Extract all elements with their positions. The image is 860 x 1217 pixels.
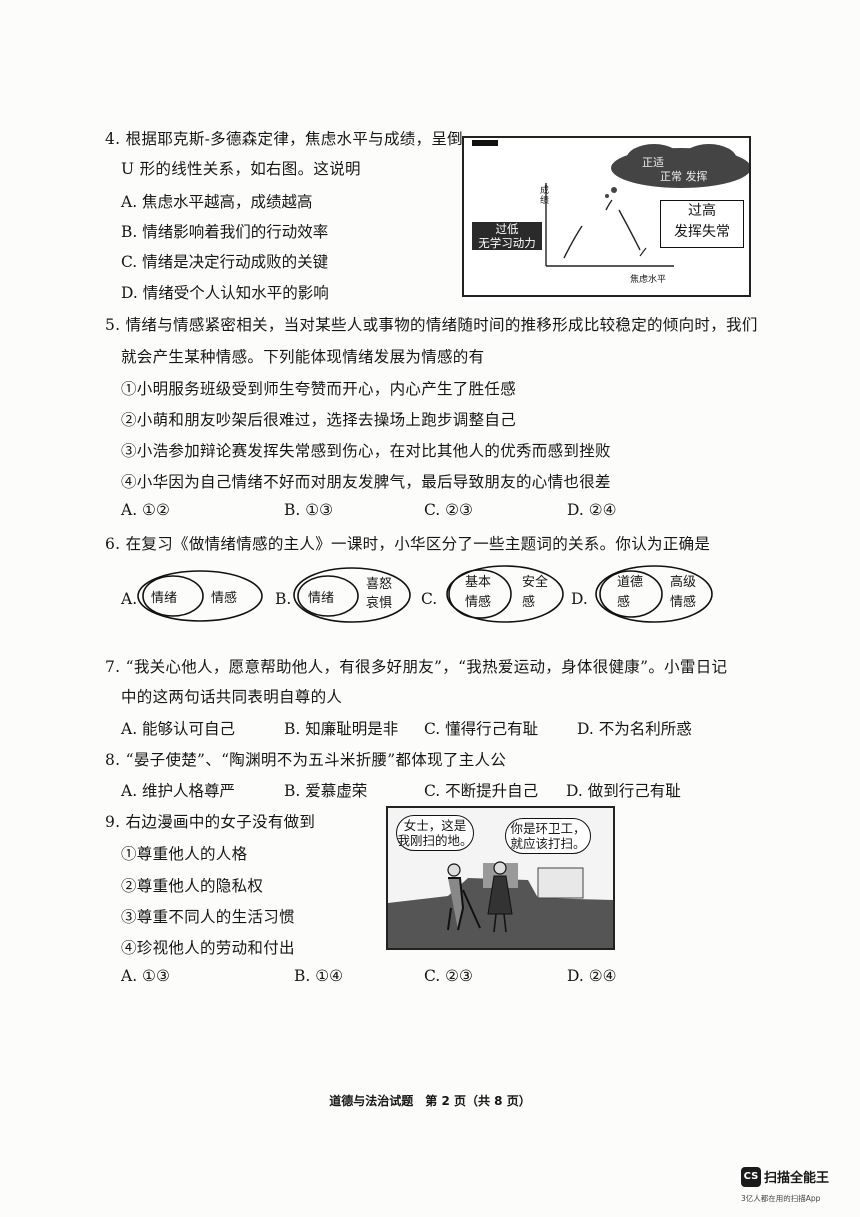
outer-label: 安全 感 xyxy=(522,575,549,610)
q4-option-c: C. 情绪是决定行动成败的关键 xyxy=(121,253,329,271)
q6-diagram-d: 道德 感 高级 情感 xyxy=(593,563,715,625)
woman-head xyxy=(493,861,507,875)
q5-item-3: ③小浩参加辩论赛发挥失常感到伤心，在对比其他人的优秀而感到挫败 xyxy=(121,442,611,460)
q4-figure-svg xyxy=(472,140,749,267)
cloud-text-2: 正常 发挥 xyxy=(660,170,708,183)
q5-option-a: A. ①② xyxy=(121,501,170,519)
q5-item-1: ①小明服务班级受到师生夸赞而开心，内心产生了胜任感 xyxy=(121,380,517,398)
logo-name: 扫描全能王 xyxy=(764,1171,830,1186)
bubble-right: 你是环卫工， 就应该打扫。 xyxy=(505,818,591,854)
q6-diagram-b-letter: B. xyxy=(275,590,292,608)
bubble-left: 女士，这是 我刚扫的地。 xyxy=(396,815,474,851)
q5-stem-line2: 就会产生某种情感。下列能体现情绪发展为情感的有 xyxy=(121,348,485,366)
q9-option-a: A. ①③ xyxy=(121,967,170,985)
outer-ellipse xyxy=(595,565,713,623)
figure-ylabel: 成绩 xyxy=(540,186,550,206)
q9-option-b: B. ①④ xyxy=(294,967,344,985)
broom xyxy=(462,889,481,929)
q6-diagram-c-letter: C. xyxy=(421,590,438,608)
q7-option-d: D. 不为名利所惑 xyxy=(577,720,692,738)
q6-diagram-c: 基本 情感 安全 感 xyxy=(444,563,566,625)
q4-stem-line1: 4. 根据耶克斯-多德森定律，焦虑水平与成绩，呈倒 xyxy=(105,130,463,148)
curve-rising xyxy=(563,225,583,259)
q4-figure: 成绩 焦虑水平 正适 正常 发挥 过低 无学习动力 过高 发挥失常 xyxy=(462,136,751,297)
inner-label: 情绪 xyxy=(308,591,335,606)
q8-option-a: A. 维护人格尊严 xyxy=(121,782,236,800)
building xyxy=(537,867,584,899)
woman-body xyxy=(487,875,513,915)
inner-ellipse xyxy=(297,575,359,617)
q8-option-c: C. 不断提升自己 xyxy=(424,782,539,800)
outer-ellipse xyxy=(293,567,411,623)
figure-corner-mark xyxy=(472,140,498,146)
inner-label: 基本 情感 xyxy=(465,575,492,610)
outer-label: 情感 xyxy=(211,591,238,606)
q8-option-d: D. 做到行己有耻 xyxy=(566,782,681,800)
outer-label: 喜怒 哀惧 xyxy=(366,577,393,611)
inner-ellipse xyxy=(599,570,663,618)
q4-option-a: A. 焦虑水平越高，成绩越高 xyxy=(121,193,313,211)
q7-option-b: B. 知廉耻明是非 xyxy=(284,720,399,738)
outer-ellipse xyxy=(137,570,263,622)
q9-comic: 女士，这是 我刚扫的地。 你是环卫工， 就应该打扫。 xyxy=(386,806,615,950)
q9-option-c: C. ②③ xyxy=(424,967,473,985)
q7-option-c: C. 懂得行己有耻 xyxy=(424,720,539,738)
q6-stem: 6. 在复习《做情绪情感的主人》一课时，小华区分了一些主题词的关系。你认为正确是 xyxy=(105,535,711,553)
man-head xyxy=(447,863,461,877)
logo-tagline: 3亿人都在用的扫描App xyxy=(741,1194,821,1203)
q5-item-2: ②小萌和朋友吵架后很难过，选择去操场上跑步调整自己 xyxy=(121,411,517,429)
page-footer: 道德与法治试题 第 2 页（共 8 页） xyxy=(329,1094,531,1108)
outer-label: 高级 情感 xyxy=(670,575,697,610)
q6-diagram-d-letter: D. xyxy=(571,590,588,608)
q6-diagram-a-letter: A. xyxy=(121,590,138,608)
q8-option-b: B. 爱慕虚荣 xyxy=(284,782,368,800)
logo-mark: CS xyxy=(741,1166,761,1187)
figure-xlabel: 焦虑水平 xyxy=(630,275,667,285)
inner-ellipse xyxy=(142,575,204,617)
q9-item-3: ③尊重不同人的生活习惯 xyxy=(121,908,295,926)
q5-option-b: B. ①③ xyxy=(284,501,334,519)
q4-option-b: B. 情绪影响着我们的行动效率 xyxy=(121,223,329,241)
q9-item-4: ④珍视他人的劳动和付出 xyxy=(121,939,295,957)
q9-item-2: ②尊重他人的隐私权 xyxy=(121,877,264,895)
q5-option-c: C. ②③ xyxy=(424,501,473,519)
q9-item-1: ①尊重他人的人格 xyxy=(121,845,248,863)
curve-falling xyxy=(618,209,641,251)
outer-ellipse xyxy=(446,565,564,623)
q6-diagram-b: 情绪 喜怒 哀惧 xyxy=(291,565,413,625)
q9-stem: 9. 右边漫画中的女子没有做到 xyxy=(105,813,316,831)
q6-diagram-a: 情绪 情感 xyxy=(135,568,265,624)
q7-stem-line2: 中的这两句话共同表明自尊的人 xyxy=(121,688,343,706)
inner-ellipse xyxy=(448,569,512,619)
q8-stem: 8. “晏子使楚”、“陶渊明不为五斗米折腰”都体现了主人公 xyxy=(105,751,507,769)
inner-label: 道德 感 xyxy=(617,575,644,610)
high-anxiety-label: 过高 发挥失常 xyxy=(660,200,744,248)
q4-option-d: D. 情绪受个人认知水平的影响 xyxy=(121,284,329,302)
q5-item-4: ④小华因为自己情绪不好而对朋友发脾气，最后导致朋友的心情也很差 xyxy=(121,473,611,491)
q9-option-d: D. ②④ xyxy=(567,967,617,985)
man-body xyxy=(447,877,465,931)
q5-option-d: D. ②④ xyxy=(567,501,617,519)
q4-stem-line2: U 形的线性关系，如右图。这说明 xyxy=(121,160,361,178)
inner-label: 情绪 xyxy=(151,591,178,606)
q5-stem-line1: 5. 情绪与情感紧密相关，当对某些人或事物的情绪随时间的推移形成比较稳定的倾向时… xyxy=(105,316,758,334)
q7-stem-line1: 7. “我关心他人，愿意帮助他人，有很多好朋友”，“我热爱运动，身体很健康”。小… xyxy=(105,658,728,676)
q7-option-a: A. 能够认可自己 xyxy=(121,720,236,738)
cloud-text-1: 正适 xyxy=(642,156,664,169)
low-anxiety-label: 过低 无学习动力 xyxy=(472,222,542,250)
